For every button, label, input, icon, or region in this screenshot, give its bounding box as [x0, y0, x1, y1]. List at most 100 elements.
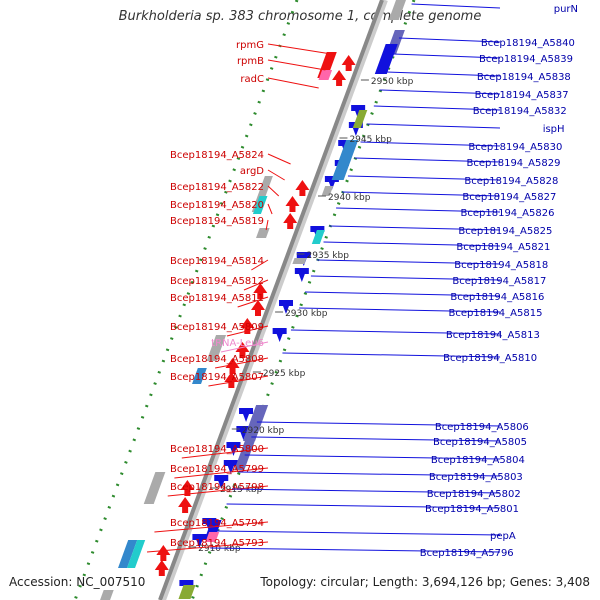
reverse-cog-block	[243, 405, 269, 441]
forward-gene-arrow	[240, 318, 255, 334]
forward-gene-label[interactable]: Bcep18194_A5808	[170, 354, 264, 365]
reverse-gene-label[interactable]: Bcep18194_A5806	[435, 422, 529, 433]
gene-label-leader	[329, 225, 501, 231]
forward-gene-label[interactable]: Bcep18194_A5824	[170, 150, 264, 161]
forward-gene-arrow	[332, 70, 347, 86]
gene-label-leader	[347, 175, 501, 181]
forward-cog-block	[118, 540, 138, 568]
forward-gene-arrow	[283, 213, 298, 229]
forward-gene-label[interactable]: Bcep18194_A5809	[170, 322, 264, 333]
reverse-gene-label[interactable]: Bcep18194_A5805	[433, 437, 527, 448]
reverse-gene-label[interactable]: Bcep18194_A5827	[462, 192, 556, 203]
reverse-cog-block	[311, 230, 325, 244]
forward-gene-label[interactable]: Bcep18194_A5798	[170, 482, 264, 493]
reverse-gene-label[interactable]: Bcep18194_A5838	[477, 72, 571, 83]
gene-label-leader	[290, 329, 501, 335]
reverse-gene-arrow	[351, 105, 366, 119]
reverse-gene-label[interactable]: Bcep18194_A5802	[427, 489, 521, 500]
reverse-gene-arrow	[223, 460, 238, 474]
trna-label[interactable]: tRNA-Leu6	[211, 338, 264, 349]
reverse-gene-label[interactable]: Bcep18194_A5826	[461, 208, 555, 219]
forward-cog-block	[99, 590, 114, 600]
reverse-gene-label[interactable]: Bcep18194_A5832	[473, 106, 567, 117]
scale-label: 2915 kbp	[220, 485, 263, 495]
reverse-gene-label[interactable]: Bcep18194_A5839	[479, 54, 573, 65]
forward-gene-label[interactable]: rpmG	[236, 40, 264, 51]
forward-gene-label[interactable]: Bcep18194_A5793	[170, 538, 264, 549]
reverse-gene-label[interactable]: Bcep18194_A5816	[450, 292, 544, 303]
gene-label-leader	[181, 447, 269, 459]
reverse-gene-label[interactable]: Bcep18194_A5803	[429, 472, 523, 483]
forward-gene-label[interactable]: radC	[240, 74, 264, 85]
forward-gene-label[interactable]: Bcep18194_A5794	[170, 518, 264, 529]
forward-cog-block	[127, 540, 146, 568]
gene-label-leader	[398, 37, 501, 43]
reverse-gene-label[interactable]: purN	[554, 4, 578, 15]
reverse-gene-label[interactable]: Bcep18194_A5821	[456, 242, 550, 253]
reverse-gene-label[interactable]: Bcep18194_A5810	[443, 353, 537, 364]
reverse-gene-label[interactable]: Bcep18194_A5815	[449, 308, 543, 319]
gene-label-leader	[167, 485, 269, 497]
forward-gene-label[interactable]: Bcep18194_A5822	[170, 182, 264, 193]
forward-gene-arrow	[180, 480, 195, 496]
reverse-gene-arrow	[272, 328, 287, 342]
forward-gene-label[interactable]: Bcep18194_A5820	[170, 200, 264, 211]
gene-label-leader	[393, 53, 501, 59]
reverse-gene-label[interactable]: Bcep18194_A5840	[481, 38, 575, 49]
reverse-gene-arrow	[214, 475, 229, 489]
reverse-gene-arrow	[226, 442, 241, 456]
forward-cog-block	[256, 228, 270, 238]
forward-gene-arrow	[224, 372, 239, 388]
forward-gene-arrow	[156, 545, 171, 561]
forward-gene-label[interactable]: Bcep18194_A5800	[170, 444, 264, 455]
forward-gene-label[interactable]: Bcep18194_A5807	[170, 372, 264, 383]
backbone-shadow	[160, 0, 388, 600]
gene-label-leader	[386, 71, 501, 77]
reverse-cog-block	[321, 186, 334, 196]
scale-label: 2925 kbp	[263, 369, 306, 379]
gene-label-leader	[411, 3, 501, 9]
forward-gene-label[interactable]: Bcep18194_A5811	[170, 293, 264, 304]
forward-gene-arrow	[285, 196, 300, 212]
reverse-gene-label[interactable]: Bcep18194_A5837	[475, 90, 569, 101]
reverse-cog-block	[374, 44, 398, 74]
gene-label-leader	[154, 521, 269, 533]
gene-label-leader	[299, 307, 501, 313]
gene-label-leader	[215, 357, 269, 369]
forward-gene-label[interactable]: Bcep18194_A5812	[170, 276, 264, 287]
reverse-gene-label[interactable]: Bcep18194_A5830	[468, 142, 562, 153]
reverse-cog-block	[205, 532, 220, 542]
reverse-cog-block	[331, 140, 359, 180]
gene-label-leader	[304, 291, 501, 297]
reverse-gene-label[interactable]: Bcep18194_A5813	[446, 330, 540, 341]
gene-label-leader	[267, 185, 280, 197]
reverse-gene-label[interactable]: Bcep18194_A5817	[452, 276, 546, 287]
reverse-gene-label[interactable]: Bcep18194_A5825	[458, 226, 552, 237]
gene-label-leader	[267, 153, 291, 165]
gene-label-leader	[208, 375, 269, 387]
gene-label-leader	[323, 241, 501, 247]
reverse-gene-label[interactable]: Bcep18194_A5828	[464, 176, 558, 187]
forward-gene-arrow	[178, 497, 193, 513]
reverse-gene-label[interactable]: ispH	[543, 124, 565, 135]
gene-label-leader	[238, 471, 501, 477]
gene-label-leader	[243, 279, 269, 291]
forward-gene-label[interactable]: rpmB	[237, 56, 264, 67]
reverse-gene-label[interactable]: Bcep18194_A5804	[431, 455, 525, 466]
chromosome-backbone	[158, 0, 384, 600]
gene-label-leader	[226, 325, 269, 337]
reverse-gene-label[interactable]: Bcep18194_A5801	[425, 504, 519, 515]
reverse-gene-label[interactable]: Bcep18194_A5796	[420, 548, 514, 559]
gene-label-leader	[216, 530, 501, 536]
reverse-gene-label[interactable]: pepA	[490, 531, 516, 542]
forward-gene-label[interactable]: Bcep18194_A5814	[170, 256, 264, 267]
forward-cog-block	[252, 196, 268, 214]
scale-label: 2930 kbp	[285, 309, 328, 319]
reverse-gene-label[interactable]: Bcep18194_A5829	[467, 158, 561, 169]
forward-gene-label[interactable]: argD	[240, 166, 264, 177]
gene-label-leader	[265, 219, 269, 231]
reverse-gene-label[interactable]: Bcep18194_A5818	[454, 260, 548, 271]
forward-gene-label[interactable]: Bcep18194_A5799	[170, 464, 264, 475]
forward-gene-label[interactable]: Bcep18194_A5819	[170, 216, 264, 227]
